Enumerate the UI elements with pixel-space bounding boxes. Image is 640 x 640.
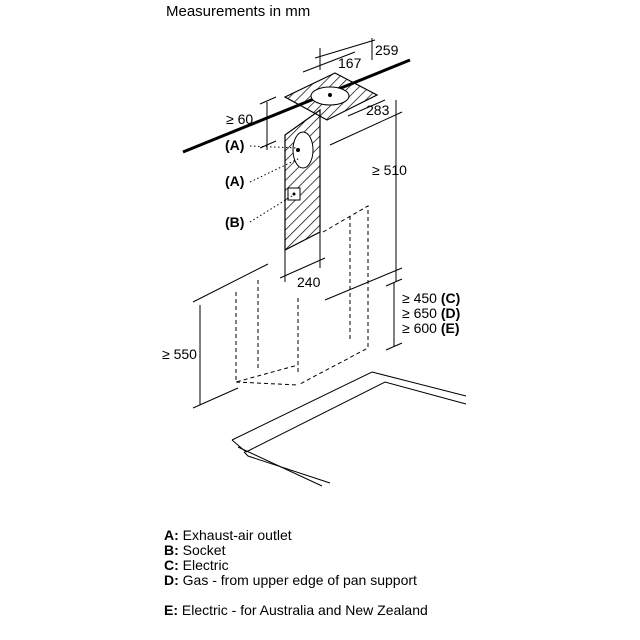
dimension-550-lines — [192, 263, 269, 409]
hood-outline — [235, 205, 369, 386]
legend-text-c: Electric — [182, 557, 229, 573]
legend-row-b: B: Socket — [164, 543, 428, 558]
callout-b: (B) — [225, 214, 244, 230]
legend: A: Exhaust-air outlet B: Socket C: Elect… — [164, 528, 428, 618]
ceiling-line — [182, 58, 411, 154]
legend-key-b: B: — [164, 542, 179, 558]
legend-key-c: C: — [164, 557, 179, 573]
dimension-450: ≥ 450 (C) — [402, 290, 460, 306]
legend-row-d: D: Gas - from upper edge of pan support — [164, 573, 428, 588]
callout-a-top: (A) — [225, 137, 244, 153]
leader-a-top — [249, 145, 299, 149]
legend-text-b: Socket — [182, 542, 226, 558]
legend-row-e: E: Electric - for Australia and New Zeal… — [164, 603, 428, 618]
chimney-upper — [284, 108, 321, 251]
legend-row-c: C: Electric — [164, 558, 428, 573]
dimension-60: ≥ 60 — [226, 111, 253, 127]
leader-b — [249, 195, 293, 223]
dimension-650: ≥ 650 (D) — [402, 305, 460, 321]
legend-key-e: E: — [164, 602, 178, 618]
leader-a-middle — [249, 157, 301, 183]
dimension-550: ≥ 550 — [162, 346, 197, 362]
ceiling-plate — [283, 72, 379, 121]
dimension-240: 240 — [297, 274, 321, 290]
legend-row-a: A: Exhaust-air outlet — [164, 528, 428, 543]
dimension-510-lines — [324, 100, 403, 301]
dimension-510: ≥ 510 — [372, 162, 407, 178]
legend-text-e: Electric - for Australia and New Zealand — [181, 602, 428, 618]
dimension-259: 259 — [375, 42, 399, 58]
legend-text-a: Exhaust-air outlet — [182, 527, 292, 543]
diagram-title: Measurements in mm — [166, 3, 311, 20]
legend-key-d: D: — [164, 572, 179, 588]
legend-key-a: A: — [164, 527, 179, 543]
dimension-240-lines — [279, 232, 326, 282]
dimension-60-lines — [259, 96, 277, 150]
callout-a-middle: (A) — [225, 173, 244, 189]
plate-dimension-lines — [302, 38, 386, 117]
legend-text-d: Gas - from upper edge of pan support — [182, 572, 417, 588]
dimension-167: 167 — [338, 55, 362, 71]
dimension-600: ≥ 600 (E) — [402, 320, 460, 336]
hob-surface — [231, 371, 467, 487]
dimension-283: 283 — [366, 102, 390, 118]
dimension-clearance-lines — [385, 278, 403, 351]
